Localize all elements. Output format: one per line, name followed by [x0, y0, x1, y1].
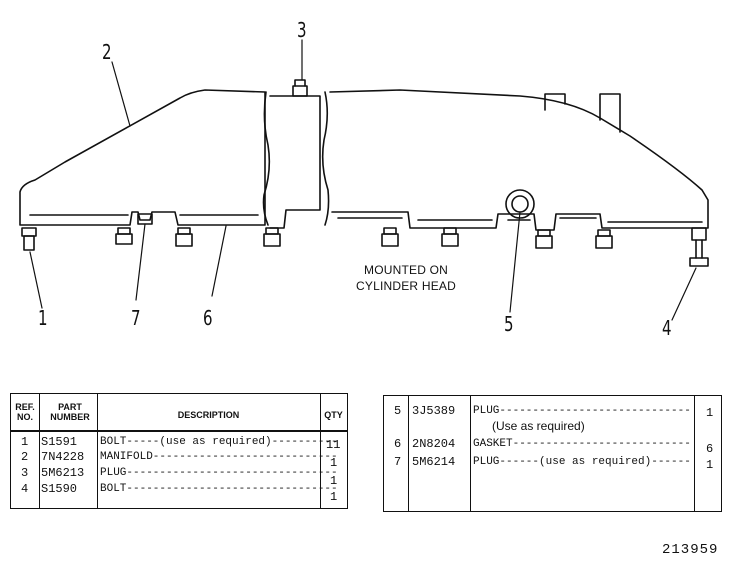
left-row-3-qty: 1	[330, 474, 338, 488]
bolts	[21, 227, 709, 267]
header-part-number: PART NUMBER	[50, 402, 90, 422]
right-row-6-qty: 6	[706, 442, 714, 456]
header-description: DESCRIPTION	[177, 410, 240, 420]
right-row-6-ref: 6	[394, 437, 402, 451]
left-row-3-ref: 3	[21, 466, 29, 480]
left-row-3-desc: PLUG--------------------------------	[100, 467, 338, 479]
manifold-drawing	[19, 39, 709, 321]
right-row-5-desc-note: (Use as required)	[492, 419, 585, 433]
right-row-5-qty: 1	[706, 406, 714, 420]
callout-2: 2	[102, 40, 112, 64]
left-row-4-desc: BOLT--------------------------------	[100, 483, 338, 495]
right-row-7-ref: 7	[394, 455, 402, 469]
left-row-2-qty: 1	[330, 456, 338, 470]
parts-table-right: 5 3J5389 PLUG---------------------------…	[383, 395, 722, 512]
left-row-1-qty: 11	[326, 438, 341, 452]
callout-1: 1	[38, 306, 48, 330]
figure-number: 213959	[662, 542, 719, 558]
right-row-5-desc: PLUG-----------------------------	[473, 405, 691, 417]
callout-3: 3	[297, 18, 307, 42]
left-row-1-desc: BOLT-----(use as required)----------	[100, 436, 338, 448]
leader-lines	[29, 39, 697, 321]
header-ref-no: REF. NO.	[15, 402, 35, 422]
left-row-1-part: S1591	[41, 435, 78, 449]
left-row-4-ref: 4	[21, 482, 29, 496]
header-qty: QTY	[324, 410, 343, 420]
callout-4: 4	[662, 316, 672, 340]
top-plug	[292, 85, 308, 97]
mounting-note: MOUNTED ON CYLINDER HEAD	[346, 262, 466, 294]
left-row-3-part: 5M6213	[41, 466, 85, 480]
left-row-4-qty: 1	[330, 490, 338, 504]
right-row-5-part: 3J5389	[412, 404, 456, 418]
mounting-note-line-2: CYLINDER HEAD	[356, 279, 456, 293]
left-row-2-ref: 2	[21, 450, 29, 464]
right-row-7-qty: 1	[706, 458, 714, 472]
callout-7: 7	[131, 306, 141, 330]
right-row-5-ref: 5	[394, 404, 402, 418]
callout-5: 5	[504, 312, 514, 336]
manifold-left-section	[19, 89, 266, 226]
break-line-right	[321, 91, 330, 226]
left-row-4-part: S1590	[41, 482, 78, 496]
callout-6: 6	[203, 306, 213, 330]
right-row-6-part: 2N8204	[412, 437, 456, 451]
right-row-7-desc: PLUG------(use as required)------	[473, 456, 691, 468]
parts-table-left: REF. NO. PART NUMBER DESCRIPTION QTY 1 S…	[10, 393, 348, 509]
left-row-2-desc: MANIFOLD----------------------------	[100, 451, 338, 463]
right-row-7-part: 5M6214	[412, 455, 456, 469]
right-row-6-desc: GASKET---------------------------	[473, 438, 691, 450]
mounting-note-line-1: MOUNTED ON	[364, 263, 448, 277]
manifold-right-section	[329, 89, 709, 231]
manifold-center-riser	[269, 95, 321, 229]
break-line-left	[262, 91, 271, 226]
left-row-1-ref: 1	[21, 435, 29, 449]
left-row-2-part: 7N4228	[41, 450, 85, 464]
